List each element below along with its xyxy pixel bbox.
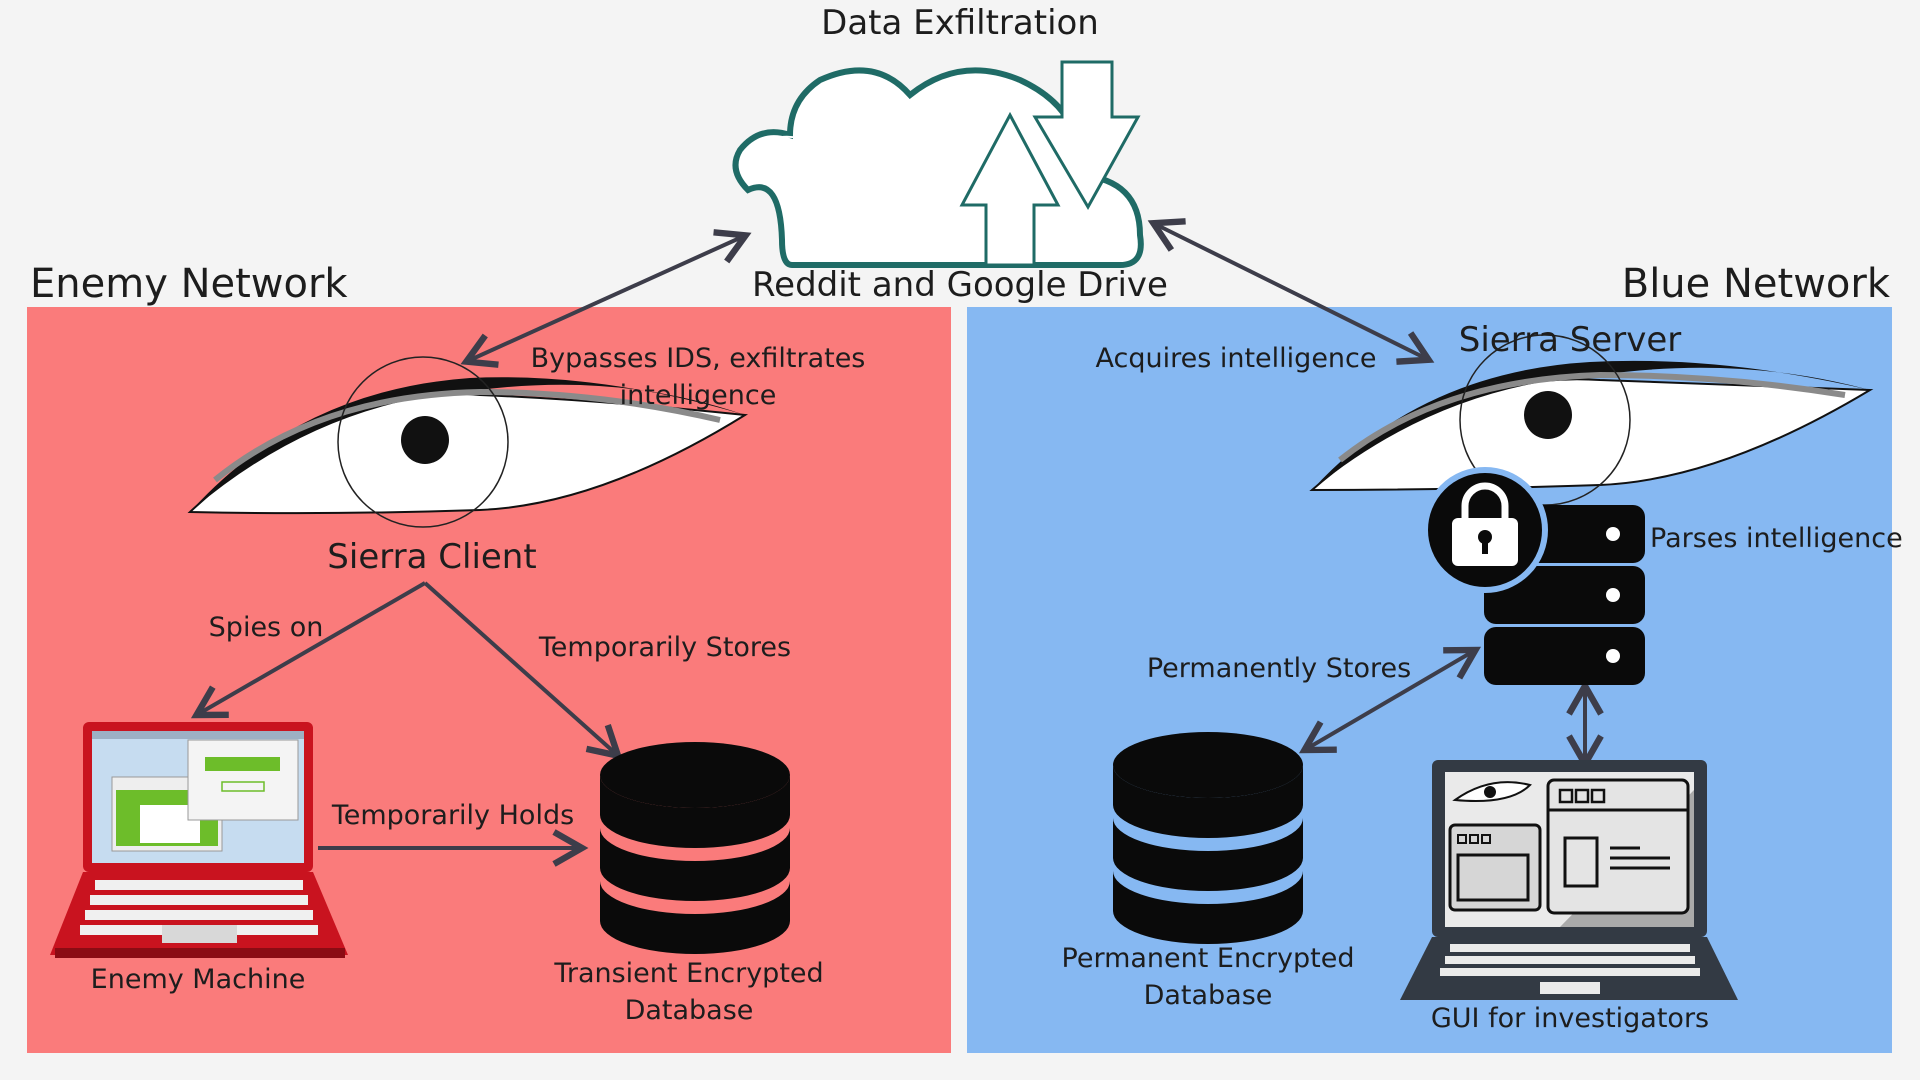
permanent-db-label-line1: Permanent Encrypted [1061, 943, 1355, 974]
edge-temporarily-stores: Temporarily Stores [538, 632, 792, 663]
cloud-label: Reddit and Google Drive [752, 265, 1168, 305]
arrow-permanently-stores [1298, 646, 1482, 754]
edge-spies-on: Spies on [208, 612, 324, 643]
edge-permanently-stores: Permanently Stores [1146, 653, 1412, 684]
sierra-client-eye-icon [187, 356, 749, 528]
edge-temporarily-holds: Temporarily Holds [331, 800, 575, 831]
transient-db-label-line1: Transient Encrypted [554, 958, 824, 989]
sierra-server-eye-icon [1309, 334, 1874, 506]
enemy-network-title: Enemy Network [30, 261, 348, 307]
gui-label: GUI for investigators [1430, 1003, 1710, 1034]
edge-bypasses-ids: Bypasses IDS, exfiltrates [530, 343, 866, 374]
edge-parses-intelligence: Parses intelligence [1650, 523, 1903, 554]
title-data-exfiltration: Data Exfiltration [821, 3, 1099, 43]
transient-db-label-line2: Database [624, 995, 754, 1026]
arrow-spies-on [190, 581, 427, 719]
arrow-cloud-server [1147, 218, 1435, 365]
edge-acquires-intelligence: Acquires intelligence [1095, 343, 1377, 374]
enemy-machine-label: Enemy Machine [90, 964, 306, 995]
sierra-server-label: Sierra Server [1458, 320, 1682, 360]
server-stack-icon [1422, 467, 1645, 685]
enemy-laptop-icon [50, 722, 348, 958]
blue-network-title: Blue Network [1621, 261, 1890, 307]
cloud-upload-download-icon [732, 60, 1144, 268]
edge-intelligence: intelligence [619, 380, 777, 411]
gui-laptop-icon [1400, 760, 1738, 1000]
transient-database-icon [600, 742, 790, 954]
permanent-database-icon [1113, 732, 1303, 944]
permanent-db-label-line2: Database [1143, 980, 1273, 1011]
arrow-client-cloud [460, 229, 752, 368]
arrow-temporarily-stores [423, 581, 623, 760]
sierra-client-label: Sierra Client [327, 537, 537, 577]
